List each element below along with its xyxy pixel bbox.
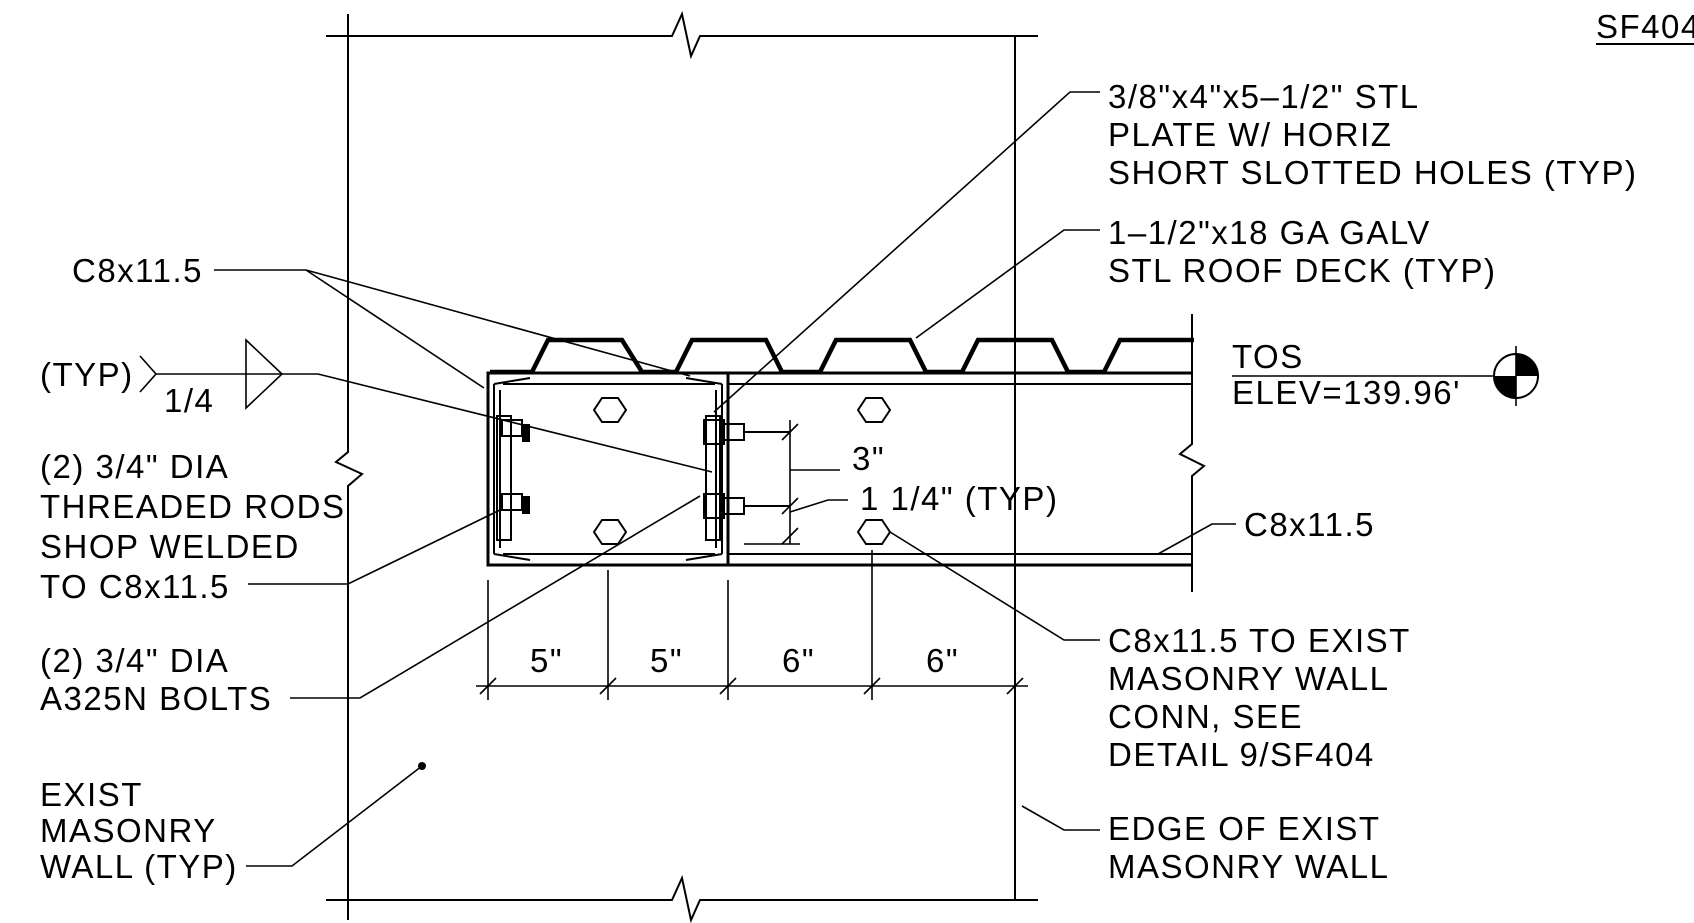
channel-right-leader (1157, 523, 1236, 555)
roof-deck (490, 337, 1194, 375)
channel-right-label: C8x11.5 (1244, 506, 1375, 543)
conn-label-line2: MASONRY WALL (1108, 660, 1389, 697)
rod-nut-lower (522, 496, 530, 514)
bolts-label-line2: A325N BOLTS (40, 680, 272, 717)
dimension-6-left: 6" (782, 642, 815, 679)
wall-leader-dot (418, 762, 426, 770)
edge-label-line1: EDGE OF EXIST (1108, 810, 1381, 847)
tos-label: TOS (1232, 338, 1304, 375)
plate-label-line1: 3/8"x4"x5–1/2" STL (1108, 78, 1420, 115)
channel-top-label: C8x11.5 (72, 252, 203, 289)
conn-label-line3: CONN, SEE (1108, 698, 1303, 735)
rod-nut-upper (522, 424, 530, 442)
sheet-reference: SF404 (1596, 8, 1694, 45)
conn-label-line4: DETAIL 9/SF404 (1108, 736, 1375, 773)
rods-label-line1: (2) 3/4" DIA (40, 448, 229, 485)
channel-beam (486, 314, 1206, 592)
bolts-leader (290, 495, 701, 699)
rods-label-line4: TO C8x11.5 (40, 568, 230, 605)
wall-label-line1: EXIST (40, 776, 143, 813)
dimension-1-1-4-typ: 1 1/4" (TYP) (860, 480, 1058, 517)
conn-label-line1: C8x11.5 TO EXIST (1108, 622, 1411, 659)
rods-label-line2: THREADED RODS (40, 488, 346, 525)
masonry-wall-outline (326, 10, 1038, 923)
plate-label-line3: SHORT SLOTTED HOLES (TYP) (1108, 154, 1638, 191)
elevation-marker-icon (1493, 346, 1539, 406)
conn-leader (889, 531, 1100, 641)
dimension-3: 3" (852, 440, 885, 477)
rods-label-line3: SHOP WELDED (40, 528, 300, 565)
plate-leader (713, 91, 1100, 413)
dimension-5-right: 5" (650, 642, 683, 679)
edge-label-line2: MASONRY WALL (1108, 848, 1389, 885)
vertical-dimension-lines (744, 420, 848, 545)
deck-leader (915, 229, 1100, 339)
weld-symbol (139, 338, 713, 473)
plate-label-line2: PLATE W/ HORIZ (1108, 116, 1392, 153)
horizontal-dimension-line (476, 550, 1028, 700)
weld-typ-label: (TYP) (40, 356, 134, 393)
channel-top-leaders (214, 269, 691, 389)
edge-leader (1021, 805, 1100, 831)
wall-leader (246, 765, 423, 867)
wall-label-line3: WALL (TYP) (40, 848, 238, 885)
rods-leader (248, 509, 501, 585)
bolts-label-line1: (2) 3/4" DIA (40, 642, 229, 679)
weld-size-label: 1/4 (164, 382, 214, 419)
tos-elevation: ELEV=139.96' (1232, 374, 1461, 411)
dimension-5-left: 5" (530, 642, 563, 679)
wall-label-line2: MASONRY (40, 812, 217, 849)
deck-label-line2: STL ROOF DECK (TYP) (1108, 252, 1496, 289)
dimension-6-right: 6" (926, 642, 959, 679)
bolt-holes (592, 397, 892, 545)
connection-plates (496, 415, 790, 541)
deck-label-line1: 1–1/2"x18 GA GALV (1108, 214, 1431, 251)
